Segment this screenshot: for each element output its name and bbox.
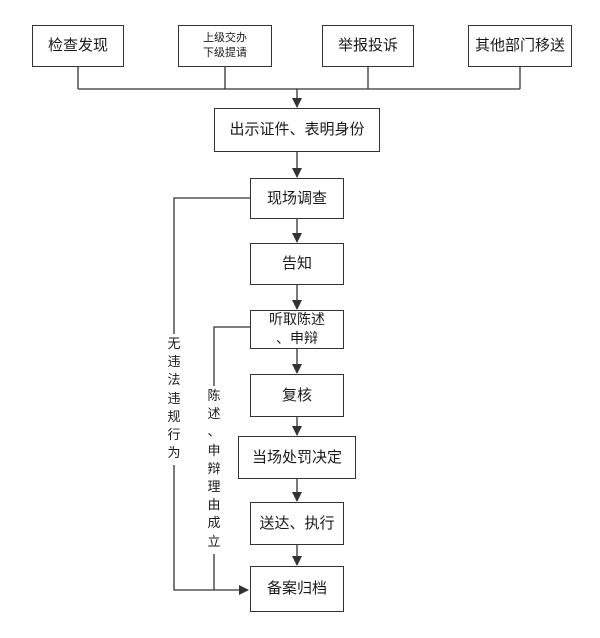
branch-label-char: 理 [207, 479, 221, 495]
branch-label-char: 规 [167, 409, 181, 425]
branch-label-char: 违 [167, 355, 181, 371]
branch-label-char: 述 [207, 407, 221, 423]
step-site-investigation: 现场调查 [250, 178, 344, 219]
branch-label-char: 成 [207, 516, 221, 532]
branch-label-char: 无 [167, 337, 181, 352]
branch-label-char: 由 [207, 498, 221, 514]
branch-label-char: 、 [207, 425, 221, 441]
step-show-id: 出示证件、表明身份 [214, 108, 380, 152]
branch-label-char: 申 [207, 443, 221, 459]
step-review: 复核 [250, 374, 344, 417]
branch-label-char: 陈 [207, 389, 221, 404]
source-other-department: 其他部门移送 [468, 25, 572, 67]
branch-label-char: 为 [167, 446, 181, 462]
step-archive: 备案归档 [250, 566, 344, 612]
branch-label-char: 违 [167, 391, 181, 407]
step-hear-statement: 听取陈述 、申辩 [250, 310, 344, 349]
source-inspection: 检查发现 [32, 25, 124, 67]
step-delivery-execution: 送达、执行 [250, 502, 344, 545]
branch-label-char: 辩 [207, 461, 221, 477]
step-penalty-decision: 当场处罚决定 [238, 436, 356, 479]
branch-label-char: 行 [167, 427, 181, 443]
branch-label-char: 法 [167, 373, 181, 389]
step-notify: 告知 [250, 243, 344, 285]
source-superior-assigned: 上级交办 下级提请 [178, 25, 272, 67]
source-report-complaint: 举报投诉 [322, 25, 414, 67]
branch-label-defense-valid: 陈述、申辩理由成立 [206, 386, 222, 554]
branch-label-char: 立 [207, 534, 221, 550]
branch-label-no-violation: 无违法违规行为 [166, 334, 182, 466]
